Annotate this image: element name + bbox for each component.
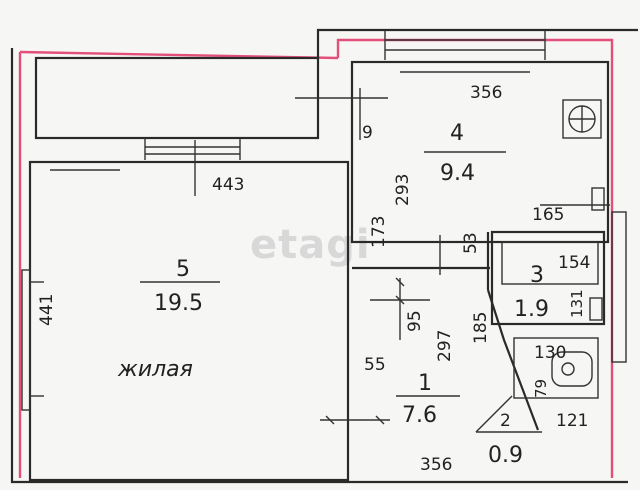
watermark: etagi	[250, 222, 371, 268]
room-5-label: жилая	[117, 357, 193, 382]
room-2	[475, 289, 599, 433]
room-1-area: 7.6	[402, 403, 437, 428]
dim-55: 55	[364, 355, 386, 375]
toilet-icon	[551, 351, 593, 387]
dim-185: 185	[471, 312, 491, 344]
dim-165: 165	[532, 205, 564, 225]
room-4	[295, 60, 627, 363]
dim-130: 130	[534, 343, 566, 363]
stove-icon	[562, 99, 602, 139]
outer-walls	[10, 28, 638, 484]
room-2-number: 2	[500, 411, 511, 431]
dim-297: 297	[435, 330, 455, 362]
room-5-number: 5	[176, 257, 190, 282]
dim-293: 293	[393, 174, 413, 206]
room-2-area: 0.9	[488, 443, 523, 468]
room-4-area: 9.4	[440, 161, 475, 186]
room-4-number: 4	[450, 121, 464, 146]
dim-356-bottom: 356	[420, 455, 452, 475]
dim-9: 9	[362, 123, 373, 143]
room-1-number: 1	[418, 371, 432, 396]
dim-121: 121	[556, 411, 588, 431]
dim-53: 53	[461, 232, 481, 254]
room-3-number: 3	[530, 263, 544, 288]
dim-154: 154	[558, 253, 590, 273]
dim-356-top: 356	[470, 83, 502, 103]
dim-443: 443	[212, 175, 244, 195]
room-5-area: 19.5	[154, 291, 203, 316]
dim-173: 173	[369, 216, 389, 248]
dim-95: 95	[405, 310, 425, 332]
dim-131: 131	[568, 289, 586, 318]
room-3	[490, 187, 606, 326]
room-3-area: 1.9	[514, 297, 549, 322]
room-5	[21, 140, 350, 482]
dim-441: 441	[37, 294, 57, 326]
room-1	[320, 232, 490, 425]
dim-79: 79	[532, 379, 550, 398]
